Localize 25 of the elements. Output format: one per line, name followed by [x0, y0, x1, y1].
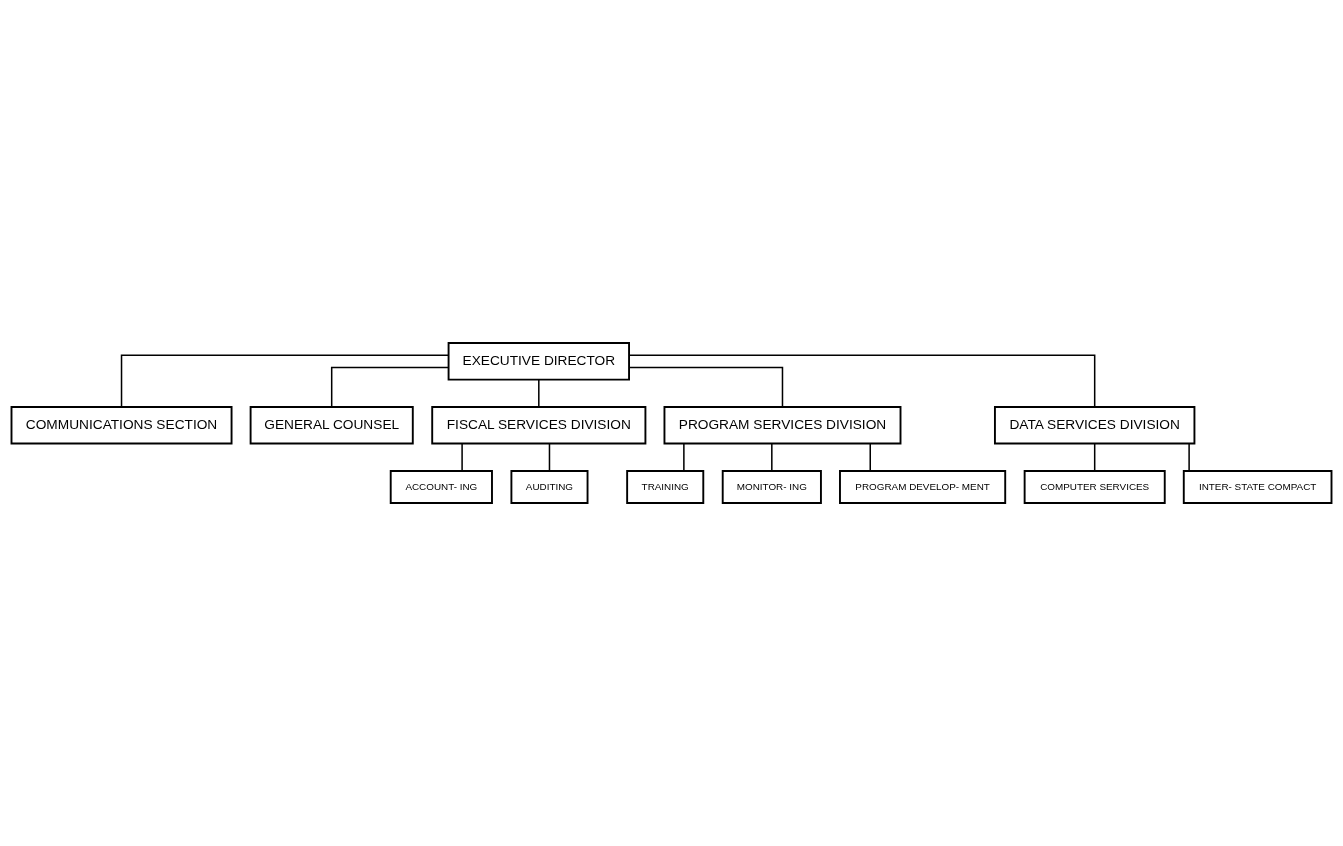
node-box: MONITOR- ING — [721, 470, 822, 504]
node-box: COMMUNICATIONS SECTION — [10, 406, 233, 445]
node-box: PROGRAM SERVICES DIVISION — [663, 406, 902, 445]
connector — [461, 443, 463, 472]
node-box: PROGRAM DEVELOP- MENT — [839, 470, 1007, 504]
connector — [771, 443, 773, 472]
node-box: FISCAL SERVICES DIVISION — [431, 406, 647, 445]
node-box: ACCOUNT- ING — [389, 470, 493, 504]
node-box: DATA SERVICES DIVISION — [993, 406, 1196, 445]
connector — [548, 443, 551, 472]
connector — [120, 354, 450, 408]
node-box: GENERAL COUNSEL — [249, 406, 414, 445]
connector — [1188, 443, 1190, 472]
connector — [628, 354, 1096, 408]
node-box: INTER- STATE COMPACT — [1182, 470, 1333, 504]
connector — [869, 443, 871, 472]
node-box: EXECUTIVE DIRECTOR — [447, 342, 630, 381]
connector — [330, 366, 450, 408]
node-box: AUDITING — [510, 470, 589, 504]
connector — [628, 366, 784, 408]
connector — [683, 443, 685, 472]
connector — [1093, 443, 1096, 472]
connector — [538, 379, 540, 408]
node-box: TRAINING — [626, 470, 705, 504]
node-box: COMPUTER SERVICES — [1023, 470, 1166, 504]
